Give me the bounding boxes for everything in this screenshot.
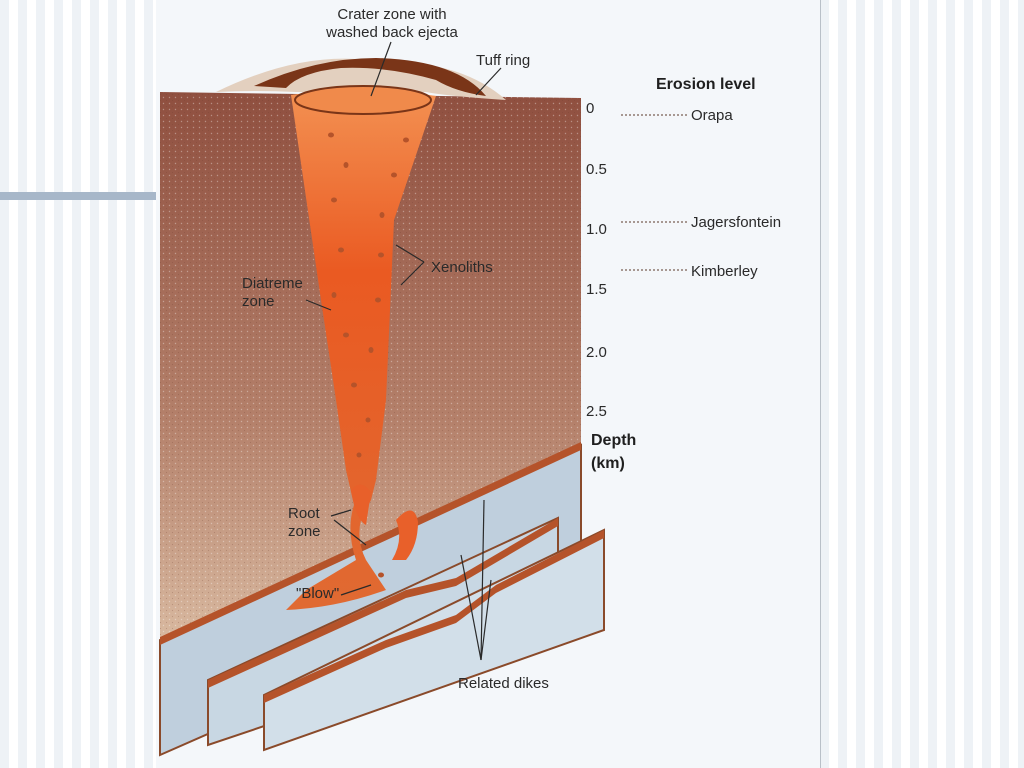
depth-tick-2-5: 2.5 bbox=[586, 403, 607, 420]
kimberlite-pipe-diagram: Crater zone with washed back ejecta Tuff… bbox=[156, 0, 821, 768]
crater-zone-label-2: washed back ejecta bbox=[325, 24, 458, 41]
slide-accent-line bbox=[0, 192, 156, 200]
erosion-level-kimberley: Kimberley bbox=[691, 263, 758, 280]
depth-axis-unit: (km) bbox=[591, 455, 625, 472]
crater-zone-label: Crater zone with bbox=[337, 6, 446, 23]
tuff-ring-label: Tuff ring bbox=[476, 52, 530, 69]
tuff-ring bbox=[216, 58, 506, 100]
background-stripes-right bbox=[820, 0, 1024, 768]
erosion-lines bbox=[621, 114, 688, 271]
erosion-level-title: Erosion level bbox=[656, 76, 756, 93]
diatreme-zone-label: Diatreme bbox=[242, 275, 303, 292]
diatreme-pipe bbox=[286, 85, 436, 610]
depth-axis: 0 0.5 1.0 1.5 2.0 2.5 Depth (km) bbox=[586, 100, 636, 472]
root-zone-label-2: zone bbox=[288, 523, 321, 540]
related-dikes-label: Related dikes bbox=[458, 675, 549, 692]
related-dikes bbox=[159, 442, 605, 757]
erosion-level-jagersfontein: Jagersfontein bbox=[691, 214, 781, 231]
background-stripes-left bbox=[0, 0, 156, 768]
depth-tick-2-0: 2.0 bbox=[586, 344, 607, 361]
depth-tick-0: 0 bbox=[586, 100, 594, 117]
root-zone-label: Root bbox=[288, 505, 321, 522]
depth-axis-title: Depth bbox=[591, 432, 636, 449]
erosion-level-orapa: Orapa bbox=[691, 107, 733, 124]
depth-tick-1-5: 1.5 bbox=[586, 281, 607, 298]
leader-lines bbox=[305, 41, 502, 661]
depth-tick-0-5: 0.5 bbox=[586, 161, 607, 178]
depth-tick-1-0: 1.0 bbox=[586, 221, 607, 238]
blow-label: "Blow" bbox=[296, 585, 339, 602]
erosion-level-legend: Erosion level Orapa Jagersfontein Kimber… bbox=[656, 76, 781, 280]
xenoliths-label: Xenoliths bbox=[431, 259, 493, 276]
diatreme-zone-label-2: zone bbox=[242, 293, 275, 310]
